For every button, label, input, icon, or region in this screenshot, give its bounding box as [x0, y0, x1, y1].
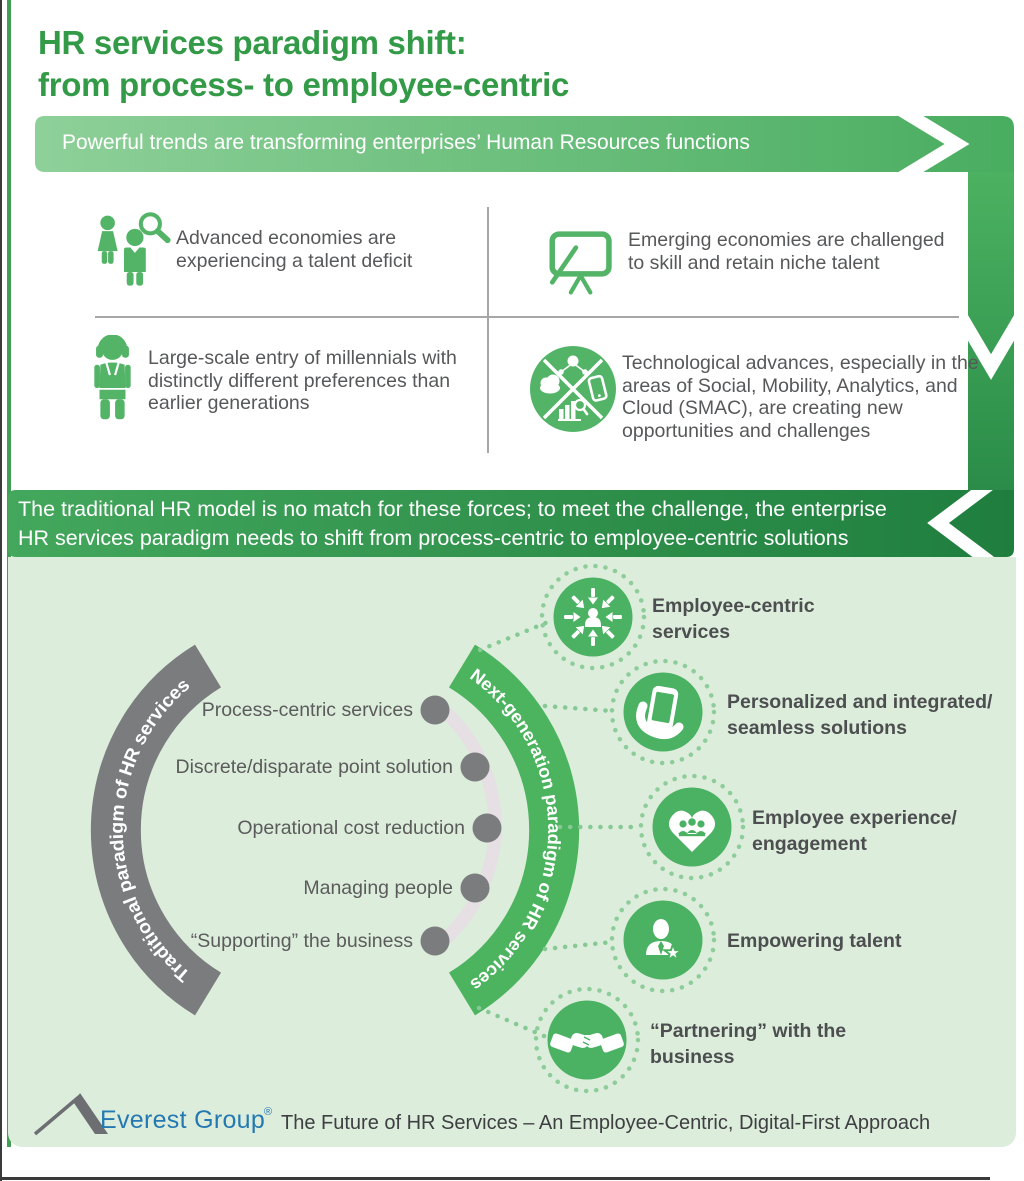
talent-search-people-icon — [97, 212, 171, 286]
traditional-item-1: Process-centric services — [201, 699, 413, 721]
talent-star-icon — [646, 919, 685, 963]
dotted-rings — [533, 563, 746, 1094]
smac-technology-icon — [530, 346, 616, 432]
heart-people-icon — [668, 810, 716, 852]
handshake-icon — [550, 1033, 624, 1053]
phone-in-hand-icon — [636, 685, 684, 740]
trend-4-text: Technological advances, especially in th… — [622, 352, 979, 442]
trend-2-text: Emerging economies are challenged to ski… — [628, 229, 945, 274]
page-title-line-1: HR services paradigm shift: — [38, 24, 467, 61]
next-gen-label-1: Employee-centric services — [652, 595, 815, 643]
next-gen-label-3: Employee experience/ engagement — [752, 807, 957, 855]
screen-edge-bottom — [0, 1177, 990, 1180]
footer-tagline: The Future of HR Services – An Employee-… — [281, 1112, 931, 1134]
shift-banner-text: The traditional HR model is no match for… — [18, 497, 887, 550]
chevron-right-icon — [897, 116, 970, 172]
trends-divider-horizontal — [95, 316, 959, 318]
traditional-item-dots — [420, 695, 502, 956]
page-title: HR services paradigm shift: from process… — [38, 22, 569, 106]
presentation-board-icon — [549, 231, 612, 295]
registered-mark: ® — [264, 1106, 273, 1118]
screen-edge-left — [0, 0, 2, 1181]
traditional-arc — [90, 644, 222, 1016]
chevron-down-icon — [968, 315, 1014, 380]
millennial-person-icon — [94, 335, 131, 420]
page-title-line-2: from process- to employee-centric — [38, 66, 570, 103]
everest-group-logo-text: Everest Group — [100, 1106, 266, 1134]
trends-banner-ribbon — [35, 116, 1014, 172]
traditional-item-2: Discrete/disparate point solution — [175, 756, 454, 778]
everest-mountain-icon — [33, 1093, 108, 1136]
trends-divider-vertical — [487, 207, 489, 453]
dotted-connectors — [476, 619, 643, 1039]
employee-convergence-icon — [564, 588, 622, 646]
next-gen-label-2: Personalized and integrated/ seamless so… — [727, 691, 993, 739]
traditional-item-4: Managing people — [303, 877, 453, 899]
traditional-item-3: Operational cost reduction — [237, 817, 465, 839]
next-gen-label-5: “Partnering” with the business — [650, 1020, 847, 1068]
chevron-left-icon — [927, 490, 994, 557]
trend-1-text: Advanced economies are experiencing a ta… — [176, 227, 413, 272]
traditional-item-5: “Supporting” the business — [190, 930, 413, 952]
shift-banner-ribbon — [8, 490, 1014, 557]
next-gen-label-4: Empowering talent — [727, 930, 902, 952]
trend-3-text: Large-scale entry of millennials with di… — [148, 347, 457, 414]
trends-banner-text: Powerful trends are transforming enterpr… — [62, 131, 750, 154]
paradigm-panel — [8, 557, 1016, 1147]
